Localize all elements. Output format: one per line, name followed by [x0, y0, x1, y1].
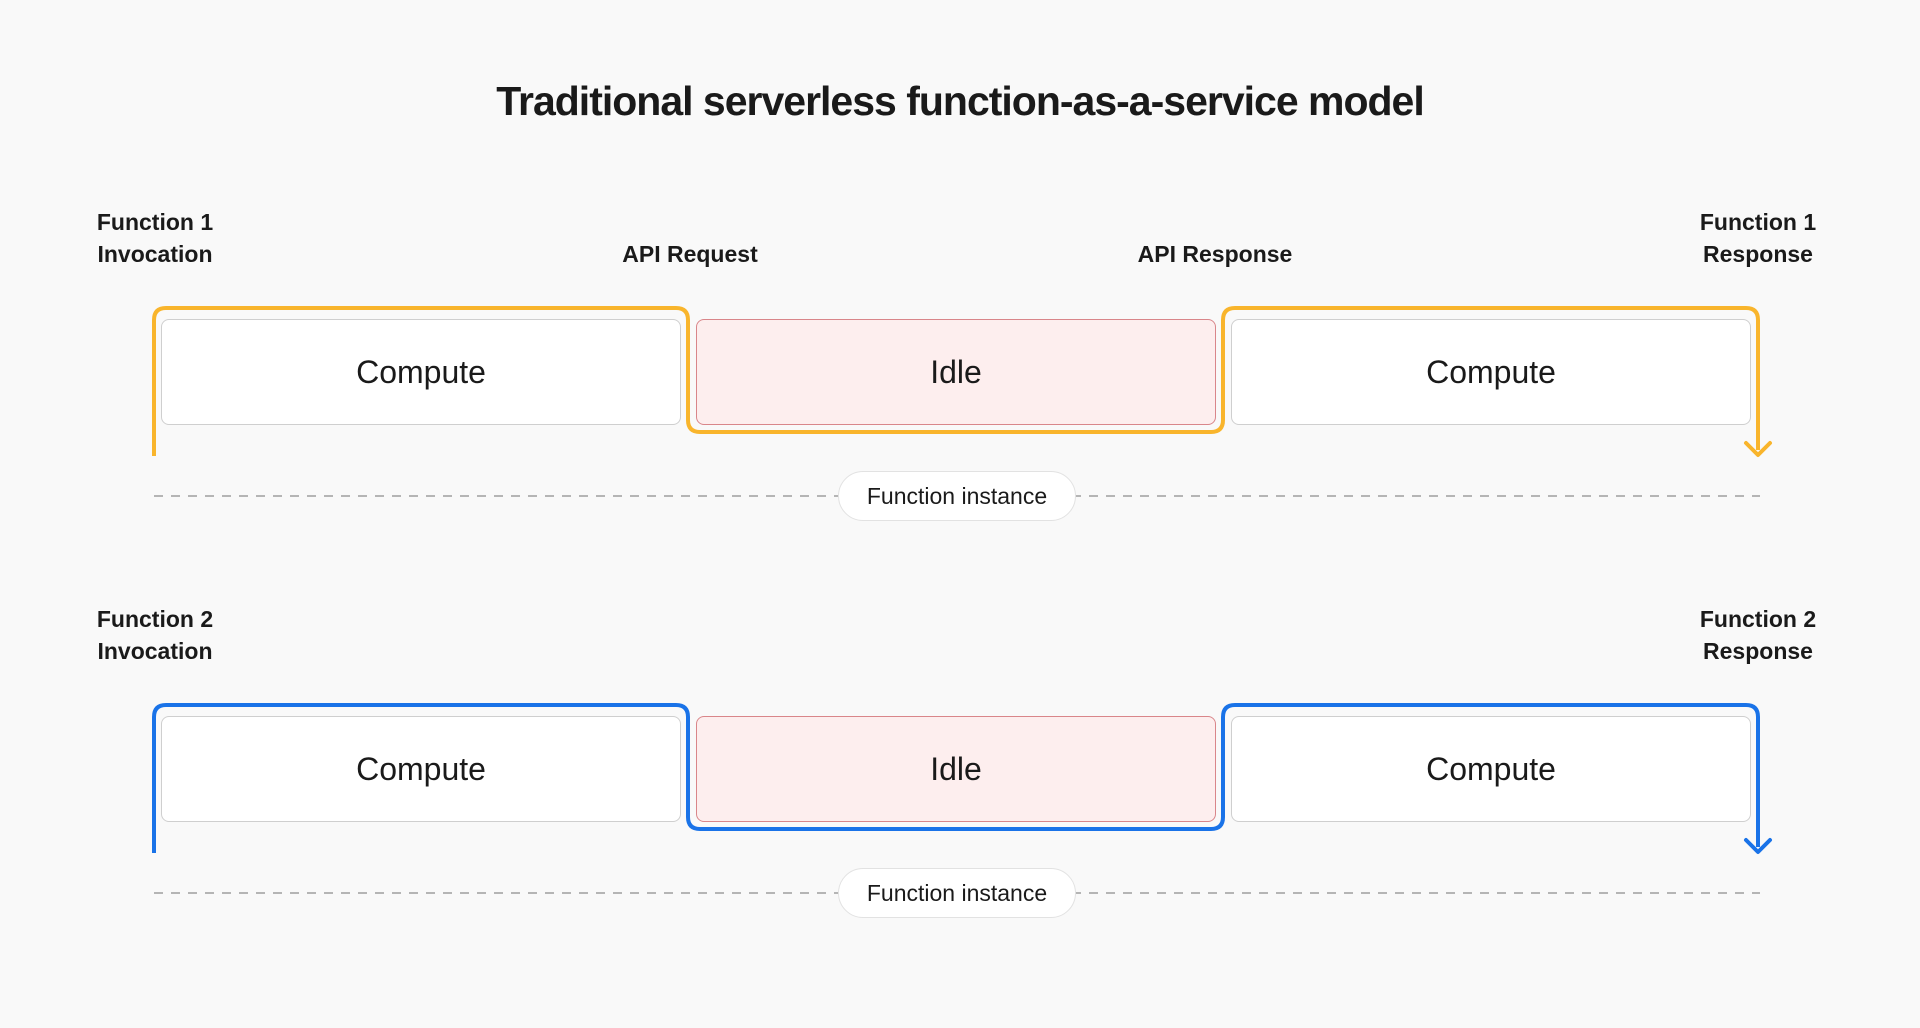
function-1-compute-block-1: Compute: [161, 319, 681, 425]
function-2-response-line-2: Response: [1703, 638, 1813, 664]
function-2-response-label: Function 2 Response: [1683, 603, 1833, 667]
function-2-invocation-label: Function 2 Invocation: [80, 603, 230, 667]
function-1-invocation-line-1: Function 1: [96, 209, 214, 235]
api-response-label: API Response: [1137, 241, 1293, 267]
function-2-timeline: Compute Idle Compute Function instance: [0, 697, 1920, 918]
api-request-label: API Request: [622, 241, 758, 267]
function-2-compute-block-2: Compute: [1231, 716, 1751, 822]
function-1-invocation-line-2: Invocation: [97, 241, 213, 267]
function-2-compute-block-1: Compute: [161, 716, 681, 822]
function-2-invocation-line-1: Function 2: [96, 606, 214, 632]
function-1-instance-pill: Function instance: [838, 471, 1076, 521]
function-1-response-label: Function 1 Response: [1683, 206, 1833, 270]
function-2-response-arrow: [1744, 838, 1772, 854]
diagram-title: Traditional serverless function-as-a-ser…: [496, 78, 1425, 124]
function-1-idle-block: Idle: [696, 319, 1216, 425]
function-2-invocation-line-2: Invocation: [97, 638, 213, 664]
function-1-compute-block-2: Compute: [1231, 319, 1751, 425]
function-1-response-line-2: Response: [1703, 241, 1813, 267]
function-2-response-line-1: Function 2: [1699, 606, 1817, 632]
function-2-instance-pill: Function instance: [838, 868, 1076, 918]
function-2-execution-path: [152, 703, 1760, 853]
function-1-timeline: Compute Idle Compute Function instance: [0, 300, 1920, 521]
function-1-response-arrow: [1744, 441, 1772, 457]
function-2-idle-block: Idle: [696, 716, 1216, 822]
function-1-invocation-label: Function 1 Invocation: [80, 206, 230, 270]
function-1-execution-path: [152, 306, 1760, 456]
function-1-response-line-1: Function 1: [1699, 209, 1817, 235]
